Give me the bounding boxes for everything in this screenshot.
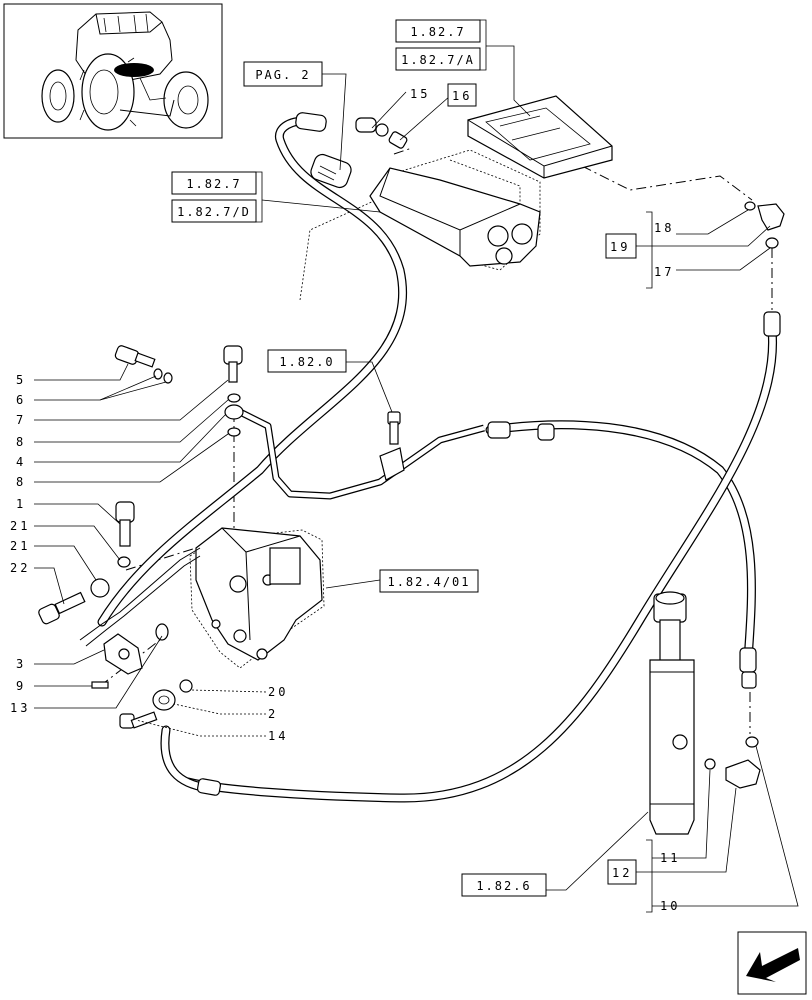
bolt-1820 — [379, 411, 405, 481]
svg-text:3: 3 — [16, 657, 26, 671]
rigid-pipes — [238, 408, 485, 500]
ecu-module — [467, 95, 613, 179]
callout-14: 14 — [268, 729, 288, 743]
callout-8b: 8 — [16, 475, 26, 489]
svg-text:13: 13 — [10, 701, 30, 715]
svg-text:18: 18 — [654, 221, 674, 235]
tractor-thumbnail — [3, 3, 223, 139]
svg-text:4: 4 — [16, 455, 26, 469]
banjo-fitting-2 — [119, 679, 193, 729]
svg-text:1.82.7: 1.82.7 — [410, 25, 465, 39]
callout-22: 22 — [10, 561, 30, 575]
svg-text:1.82.7/D: 1.82.7/D — [177, 205, 251, 219]
callout-6: 6 — [16, 393, 26, 407]
callout-8a: 8 — [16, 435, 26, 449]
callout-21a: 21 — [10, 519, 30, 533]
svg-text:1.82.0: 1.82.0 — [279, 355, 334, 369]
bolts-left — [114, 345, 244, 437]
svg-text:8: 8 — [16, 435, 26, 449]
callout-2: 2 — [268, 707, 278, 721]
callout-12[interactable]: 12 — [607, 859, 637, 885]
ref-1-82-7-a[interactable]: 1.82.7/A — [395, 47, 481, 71]
ref-pag-2[interactable]: PAG. 2 — [243, 61, 323, 87]
ref-1-82-6[interactable]: 1.82.6 — [461, 873, 547, 897]
valve-block-middle — [195, 527, 323, 661]
next-page-arrow-icon[interactable] — [737, 931, 807, 995]
callout-10: 10 — [660, 899, 680, 913]
fittings-top — [310, 117, 408, 189]
ref-1-82-0[interactable]: 1.82.0 — [267, 349, 347, 373]
callout-9: 9 — [16, 679, 26, 693]
callout-15: 15 — [410, 87, 430, 101]
callout-1: 1 — [16, 497, 26, 511]
svg-text:1.82.4/01: 1.82.4/01 — [387, 575, 470, 589]
svg-text:20: 20 — [268, 685, 288, 699]
callout-16[interactable]: 16 — [447, 83, 477, 107]
svg-text:7: 7 — [16, 413, 26, 427]
callout-21b: 21 — [10, 539, 30, 553]
hydraulic-cylinder — [649, 591, 761, 835]
hoses — [97, 116, 778, 803]
leader-lines — [34, 45, 799, 913]
svg-text:11: 11 — [660, 851, 680, 865]
svg-text:21: 21 — [10, 539, 30, 553]
callout-3: 3 — [16, 657, 26, 671]
svg-text:14: 14 — [268, 729, 288, 743]
svg-text:19: 19 — [610, 240, 630, 254]
ref-1-82-7-d[interactable]: 1.82.7/D — [171, 199, 257, 223]
callout-5: 5 — [16, 373, 26, 387]
svg-text:15: 15 — [410, 87, 430, 101]
svg-text:1.82.6: 1.82.6 — [476, 879, 531, 893]
svg-text:1: 1 — [16, 497, 26, 511]
valve-block-top — [369, 167, 541, 267]
svg-text:6: 6 — [16, 393, 26, 407]
svg-text:1.82.7/A: 1.82.7/A — [401, 53, 475, 67]
callout-20: 20 — [268, 685, 288, 699]
svg-text:12: 12 — [612, 866, 632, 880]
svg-text:16: 16 — [452, 89, 472, 103]
callout-19[interactable]: 19 — [605, 233, 637, 259]
callout-4: 4 — [16, 455, 26, 469]
bolts-lower-left — [38, 501, 135, 625]
callout-11: 11 — [660, 851, 680, 865]
hose-fittings — [196, 112, 781, 796]
ref-1-82-7-top[interactable]: 1.82.7 — [395, 19, 481, 43]
svg-text:17: 17 — [654, 265, 674, 279]
svg-text:21: 21 — [10, 519, 30, 533]
svg-text:10: 10 — [660, 899, 680, 913]
callout-18: 18 — [654, 221, 674, 235]
svg-text:PAG. 2: PAG. 2 — [255, 68, 310, 82]
banjo-fitting-3 — [79, 547, 201, 689]
svg-text:8: 8 — [16, 475, 26, 489]
svg-text:9: 9 — [16, 679, 26, 693]
ref-1-82-7-left[interactable]: 1.82.7 — [171, 171, 257, 195]
callout-13: 13 — [10, 701, 30, 715]
callout-7: 7 — [16, 413, 26, 427]
svg-text:22: 22 — [10, 561, 30, 575]
ref-1-82-4-01[interactable]: 1.82.4/01 — [379, 569, 479, 593]
svg-text:2: 2 — [268, 707, 278, 721]
elbow-fitting-right — [744, 201, 785, 249]
callout-17: 17 — [654, 265, 674, 279]
svg-text:5: 5 — [16, 373, 26, 387]
svg-text:1.82.7: 1.82.7 — [186, 177, 241, 191]
